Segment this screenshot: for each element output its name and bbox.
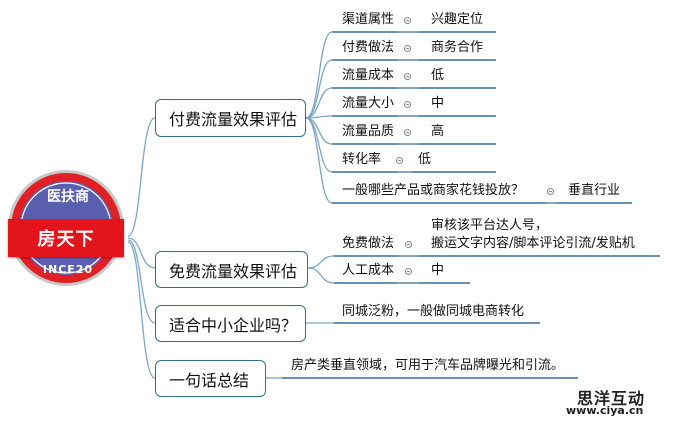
link-free-1 (307, 255, 335, 269)
paid-item-value: 商务合作 (431, 40, 484, 55)
link-center-paid (127, 117, 156, 237)
free-item-label: 免费做法 (342, 236, 395, 251)
paid-item-value: 低 (418, 152, 432, 167)
paid-item-label: 流量品质 (342, 124, 395, 139)
collapse-icon[interactable] (404, 101, 411, 108)
logo-top-text: 医扶商 (47, 189, 89, 205)
link-paid-7 (305, 117, 333, 204)
link-paid-3 (305, 87, 333, 119)
branch-sme-fit[interactable]: 适合中小企业吗？ (155, 305, 306, 342)
watermark-url: www.ciya.cn (566, 404, 644, 417)
link-paid-1 (305, 31, 333, 119)
paid-item-value: 中 (431, 96, 445, 111)
sme-item-label: 同城泛粉，一般做同城电商转化 (342, 304, 525, 319)
branch-summary[interactable]: 一句话总结 (155, 360, 266, 397)
paid-item-label: 付费做法 (342, 40, 395, 55)
paid-item-label: 流量成本 (342, 68, 395, 83)
collapse-icon[interactable] (404, 45, 411, 52)
branch-paid-traffic[interactable]: 付费流量效果评估 (155, 99, 306, 137)
watermark-title: 思洋互动 (577, 389, 646, 408)
summary-item-label: 房产类垂直领域，可用于汽车品牌曝光和引流。 (291, 358, 565, 373)
link-center-sme (127, 239, 156, 324)
logo-bottom-text: INCE20 (42, 263, 94, 276)
collapse-icon[interactable] (405, 268, 412, 275)
collapse-icon[interactable] (396, 157, 403, 164)
paid-item-value: 兴趣定位 (431, 12, 484, 27)
collapse-icon[interactable] (547, 188, 554, 195)
link-paid-5 (305, 117, 333, 145)
branch-free-traffic[interactable]: 免费流量效果评估 (155, 251, 308, 288)
collapse-icon[interactable] (405, 241, 412, 248)
paid-item-label: 一般哪些产品或商家花钱投放？ (342, 183, 525, 198)
link-center-free (127, 237, 156, 269)
paid-item-value: 低 (431, 68, 445, 83)
collapse-icon[interactable] (404, 129, 411, 136)
link-free-2 (307, 267, 335, 284)
paid-item-label: 转化率 (342, 152, 382, 167)
central-topic: 房天下 (8, 219, 124, 257)
paid-item-label: 流量大小 (342, 96, 395, 111)
collapse-icon[interactable] (404, 73, 411, 80)
free-item-label: 人工成本 (342, 263, 395, 278)
collapse-icon[interactable] (404, 17, 411, 24)
paid-item-label: 渠道属性 (342, 12, 395, 27)
paid-item-value: 垂直行业 (568, 183, 621, 198)
free-item-value: 审核该平台达人号， 搬运文字内容/脚本评论引流/发贴机 (431, 218, 635, 251)
link-center-summary (127, 241, 156, 379)
paid-item-value: 高 (431, 124, 445, 139)
free-item-value: 中 (431, 263, 445, 278)
link-paid-2 (305, 59, 333, 119)
